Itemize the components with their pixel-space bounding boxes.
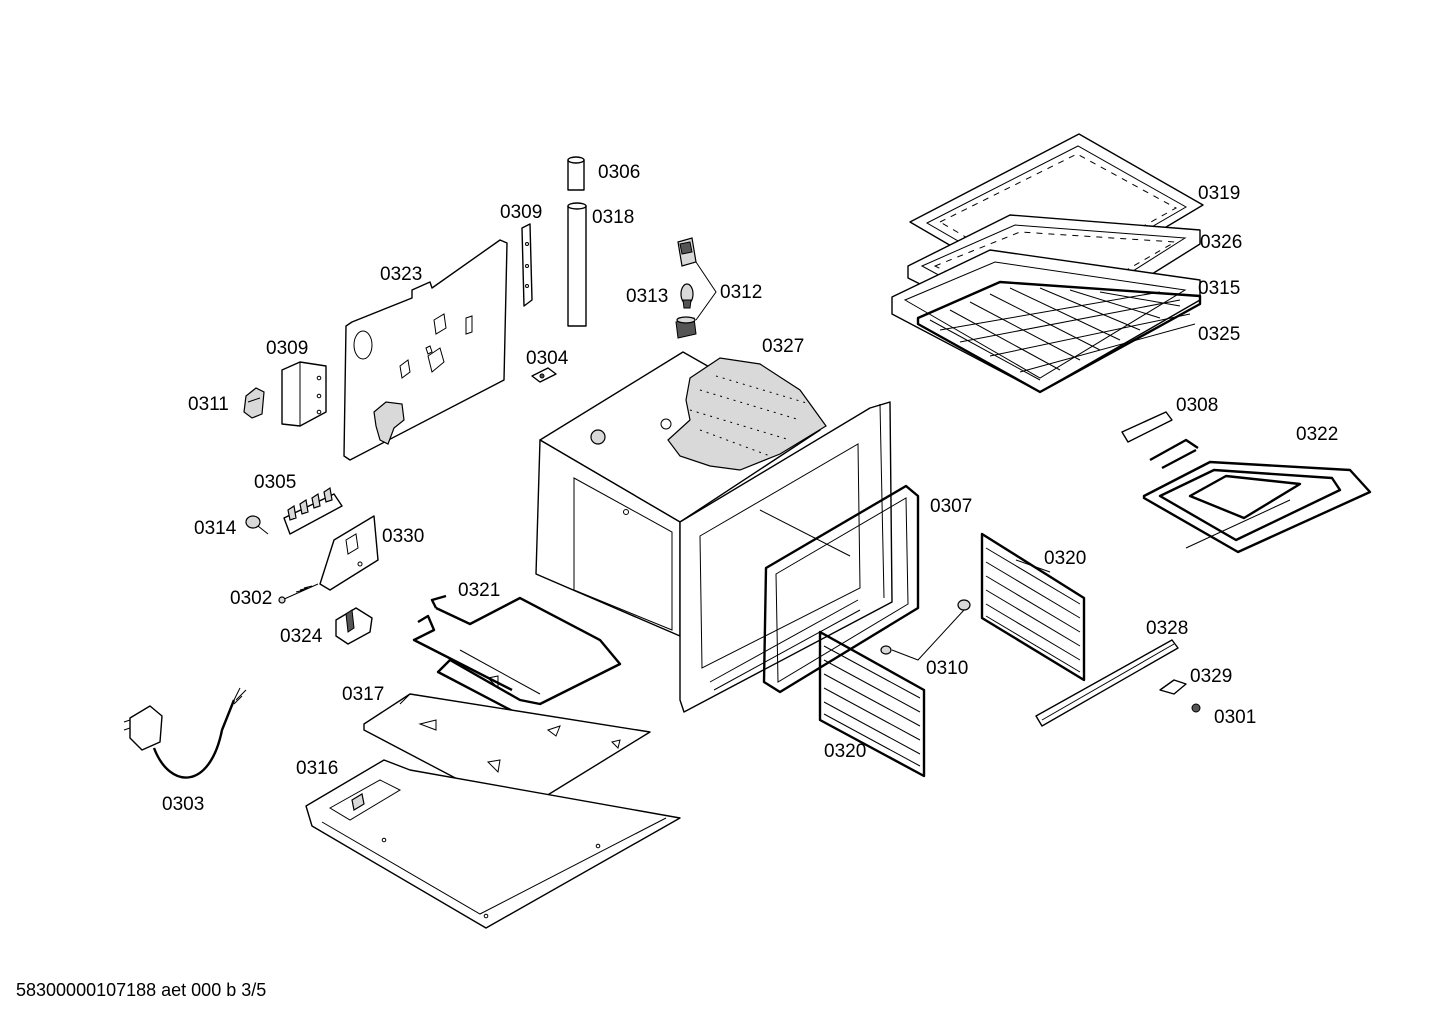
- long-tube-part[interactable]: [567, 202, 587, 327]
- label-0306: 0306: [598, 162, 640, 183]
- label-0315: 0315: [1198, 278, 1240, 299]
- side-rack-left-part[interactable]: [818, 630, 926, 778]
- short-tube-part[interactable]: [567, 156, 585, 191]
- lamp-cover-part[interactable]: [675, 316, 697, 339]
- lamp-leader-line: [695, 261, 717, 321]
- label-0322: 0322: [1296, 424, 1338, 445]
- top-heating-element-part[interactable]: [1142, 438, 1372, 554]
- side-rack-right-part[interactable]: [980, 532, 1086, 682]
- mounting-plate-part[interactable]: [319, 515, 379, 591]
- floor-plate-part[interactable]: [363, 675, 651, 813]
- label-0316: 0316: [296, 758, 338, 779]
- label-0319: 0319: [1198, 183, 1240, 204]
- label-0309-upper: 0309: [500, 202, 542, 223]
- lamp-bulb-part[interactable]: [680, 283, 694, 309]
- rack-fixing-knob-part[interactable]: [880, 599, 971, 655]
- trim-strip-part[interactable]: [1035, 639, 1179, 727]
- label-0320-left: 0320: [824, 741, 866, 762]
- label-0330: 0330: [382, 526, 424, 547]
- lamp-socket-part[interactable]: [677, 237, 697, 267]
- label-0308: 0308: [1176, 395, 1218, 416]
- insulation-mat-part[interactable]: [667, 357, 827, 471]
- mounting-bracket-upper-part[interactable]: [521, 223, 533, 307]
- cable-clamp-part[interactable]: [335, 607, 373, 645]
- fixing-screw-part[interactable]: [1191, 703, 1201, 713]
- door-seal-part[interactable]: [762, 484, 920, 694]
- label-0303: 0303: [162, 794, 204, 815]
- label-0312: 0312: [720, 282, 762, 303]
- label-0305: 0305: [254, 472, 296, 493]
- callout-labels: 0306 0309 0318 0323 0313 0312 0309 0327 …: [162, 162, 1338, 815]
- label-0328: 0328: [1146, 618, 1188, 639]
- label-0324: 0324: [280, 626, 323, 647]
- end-cap-part[interactable]: [1159, 679, 1187, 695]
- knob-leader-line: [891, 609, 965, 661]
- clip-part[interactable]: [531, 367, 557, 383]
- terminal-block-part[interactable]: [283, 486, 343, 535]
- label-0318: 0318: [592, 207, 634, 228]
- mounting-bracket-lower-part[interactable]: [281, 361, 327, 427]
- label-0327: 0327: [762, 336, 804, 357]
- label-0313: 0313: [626, 286, 668, 307]
- wire-shelf-part[interactable]: [916, 280, 1202, 394]
- label-0329: 0329: [1190, 666, 1232, 687]
- label-0325: 0325: [1198, 324, 1240, 345]
- bottom-cover-part[interactable]: [305, 759, 681, 929]
- label-0314: 0314: [194, 518, 237, 539]
- screw-part[interactable]: [245, 515, 269, 535]
- document-id-footer: 58300000107188 aet 000 b 3/5: [16, 980, 267, 1000]
- bolt-part[interactable]: [278, 583, 319, 604]
- label-0309-lower: 0309: [266, 338, 308, 359]
- label-0301: 0301: [1214, 707, 1256, 728]
- label-0323: 0323: [380, 264, 422, 285]
- label-0302: 0302: [230, 588, 272, 609]
- label-0311: 0311: [188, 394, 229, 415]
- label-0320-right: 0320: [1044, 548, 1086, 569]
- rear-panel-part[interactable]: [343, 239, 508, 461]
- latch-part[interactable]: [243, 387, 265, 419]
- label-0321: 0321: [458, 580, 500, 601]
- grill-cover-part[interactable]: [1121, 411, 1173, 443]
- label-0310: 0310: [926, 658, 968, 679]
- label-0326: 0326: [1200, 232, 1242, 253]
- label-0304: 0304: [526, 348, 569, 369]
- label-0307: 0307: [930, 496, 972, 517]
- label-0317: 0317: [342, 684, 384, 705]
- power-cable-part[interactable]: [123, 687, 247, 779]
